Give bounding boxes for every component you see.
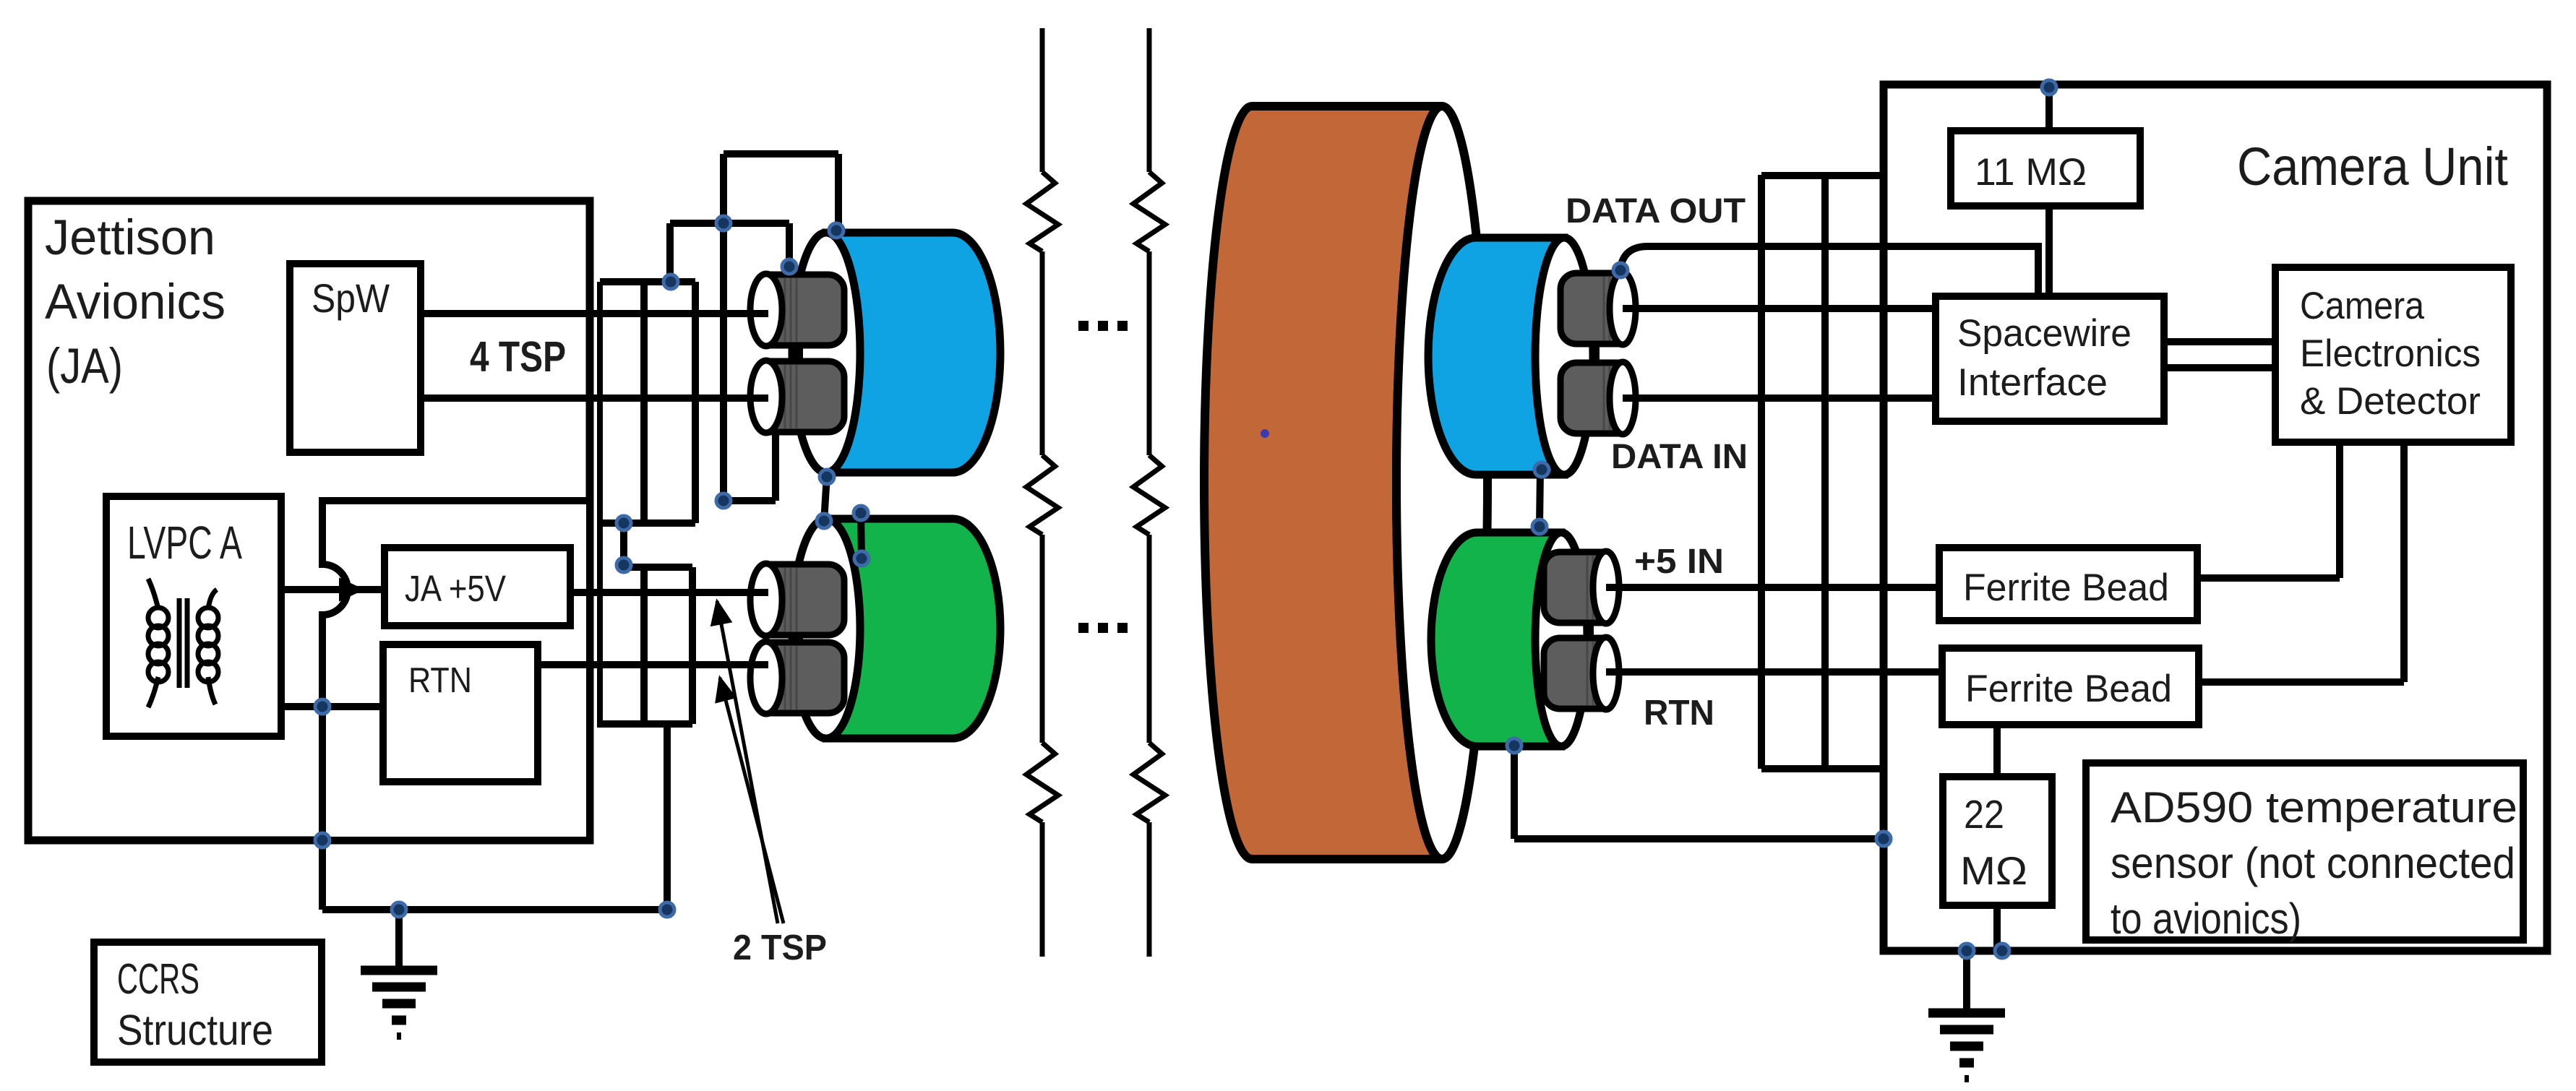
svg-text:sensor (not connected: sensor (not connected bbox=[2111, 839, 2515, 887]
svg-text:Interface: Interface bbox=[1957, 361, 2108, 404]
svg-text:& Detector: & Detector bbox=[2300, 380, 2481, 423]
svg-text:CCRS: CCRS bbox=[117, 955, 199, 1003]
svg-text:Spacewire: Spacewire bbox=[1957, 312, 2131, 355]
svg-text:SpW: SpW bbox=[312, 275, 390, 321]
svg-text:Camera Unit: Camera Unit bbox=[2237, 137, 2508, 197]
svg-text:LVPC A: LVPC A bbox=[127, 517, 242, 569]
svg-text:Structure: Structure bbox=[117, 1006, 273, 1054]
svg-text:RTN: RTN bbox=[408, 661, 472, 700]
svg-text:Electronics: Electronics bbox=[2300, 332, 2481, 375]
svg-text:Camera: Camera bbox=[2300, 285, 2424, 327]
svg-text:DATA OUT: DATA OUT bbox=[1566, 192, 1746, 230]
svg-text:+5 IN: +5 IN bbox=[1634, 543, 1724, 581]
svg-text:RTN: RTN bbox=[1644, 694, 1714, 733]
svg-text:Jettison: Jettison bbox=[45, 210, 215, 265]
svg-text:(JA): (JA) bbox=[46, 338, 123, 394]
svg-text:Avionics: Avionics bbox=[45, 274, 226, 329]
svg-text:to avionics): to avionics) bbox=[2111, 894, 2301, 943]
svg-text:11 MΩ: 11 MΩ bbox=[1975, 151, 2087, 194]
svg-text:4 TSP: 4 TSP bbox=[470, 333, 566, 381]
svg-text:AD590 temperature: AD590 temperature bbox=[2111, 783, 2517, 832]
svg-text:DATA IN: DATA IN bbox=[1611, 438, 1748, 476]
svg-text:2 TSP: 2 TSP bbox=[733, 928, 827, 967]
svg-text:Ferrite Bead: Ferrite Bead bbox=[1963, 566, 2169, 609]
svg-text:JA +5V: JA +5V bbox=[405, 568, 506, 609]
svg-text:MΩ: MΩ bbox=[1960, 848, 2027, 893]
svg-text:22: 22 bbox=[1964, 792, 2004, 837]
svg-text:Ferrite Bead: Ferrite Bead bbox=[1965, 668, 2172, 710]
